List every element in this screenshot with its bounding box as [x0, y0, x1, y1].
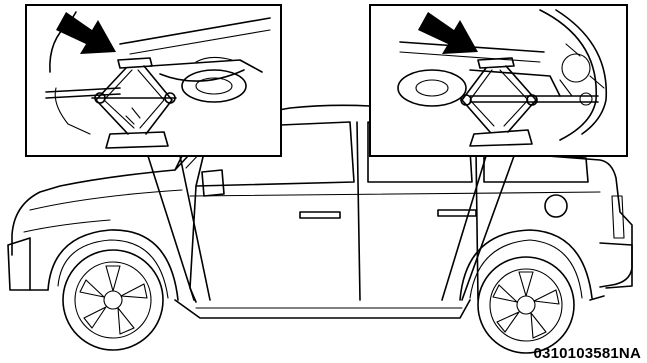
front-jack-inset: [26, 5, 281, 156]
rear-jack-inset: [370, 5, 627, 156]
figure-code: 0310103581NA: [534, 346, 642, 361]
